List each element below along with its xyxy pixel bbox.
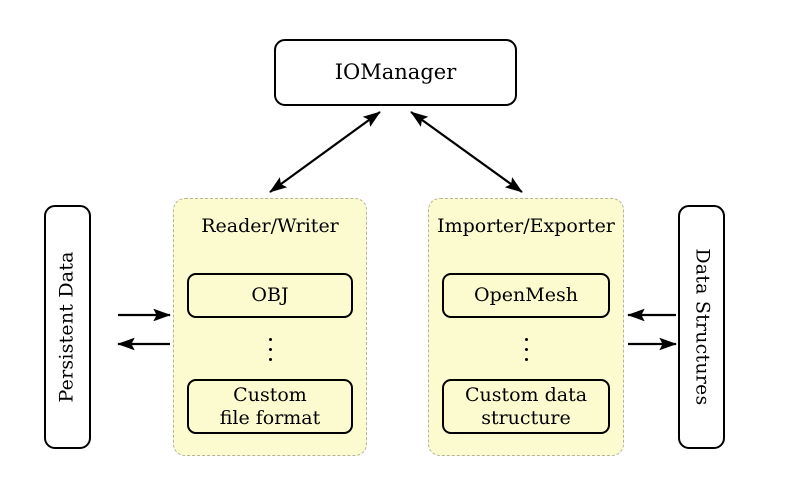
node-iomanager[interactable]: IOManager bbox=[274, 39, 517, 106]
edge-manager-to-importer-exporter bbox=[410, 111, 523, 193]
iomanager-label: IOManager bbox=[334, 60, 457, 85]
custom-data-structure-label-line1: Custom data bbox=[464, 383, 588, 406]
node-custom-data-structure[interactable]: Custom data structure bbox=[442, 379, 610, 434]
openmesh-label: OpenMesh bbox=[474, 284, 578, 307]
group-reader-writer[interactable]: Reader/Writer OBJ Custom file format bbox=[173, 198, 367, 456]
vertical-ellipsis-icon bbox=[174, 327, 366, 371]
persistent-data-label: Persistent Data bbox=[55, 251, 78, 403]
data-structures-label: Data Structures bbox=[691, 248, 714, 406]
group-reader-writer-title: Reader/Writer bbox=[201, 215, 339, 237]
node-custom-file-format[interactable]: Custom file format bbox=[187, 379, 353, 434]
custom-data-structure-label-line2: structure bbox=[481, 406, 571, 429]
group-importer-exporter[interactable]: Importer/Exporter OpenMesh Custom data s… bbox=[428, 198, 624, 456]
custom-file-format-label-line2: file format bbox=[219, 406, 321, 429]
node-openmesh[interactable]: OpenMesh bbox=[442, 273, 610, 318]
custom-file-format-label-line1: Custom bbox=[233, 383, 307, 406]
node-obj[interactable]: OBJ bbox=[187, 273, 353, 318]
vertical-ellipsis-icon bbox=[429, 327, 623, 371]
edge-manager-to-reader-writer bbox=[269, 111, 381, 193]
obj-label: OBJ bbox=[251, 284, 289, 307]
node-persistent-data[interactable]: Persistent Data bbox=[44, 205, 91, 449]
node-data-structures[interactable]: Data Structures bbox=[678, 205, 725, 449]
group-importer-exporter-title: Importer/Exporter bbox=[437, 215, 615, 237]
